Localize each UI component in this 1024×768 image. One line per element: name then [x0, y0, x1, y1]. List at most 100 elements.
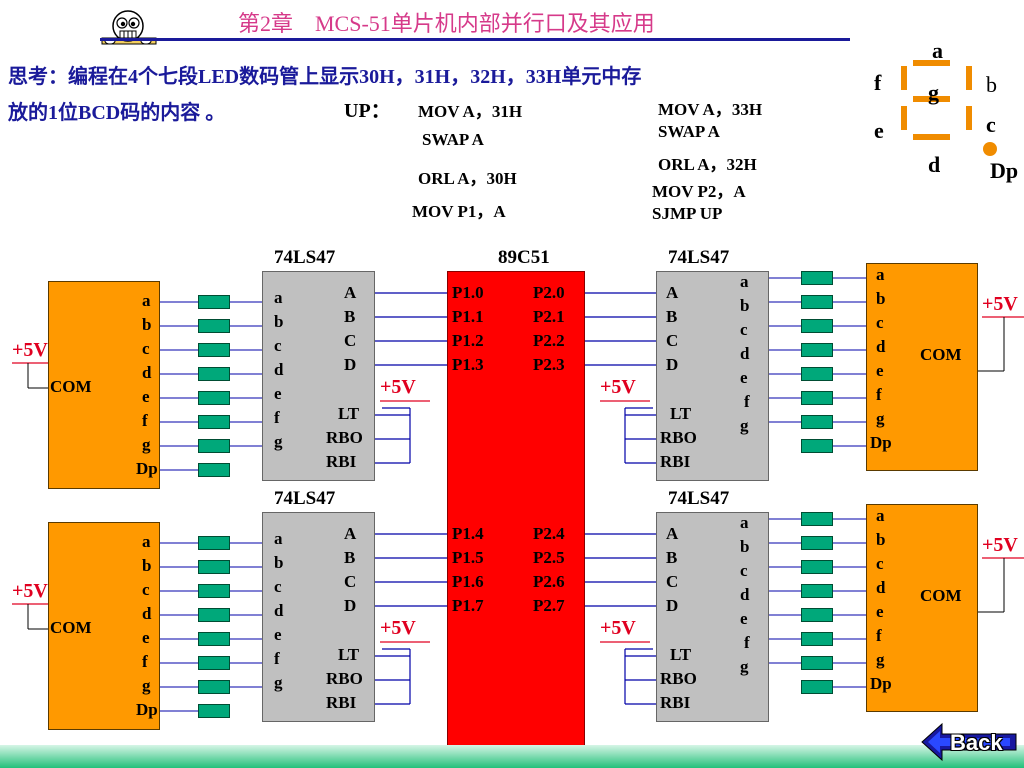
- program-left-line: ORL A，30H: [418, 169, 517, 188]
- power-label-5v: +5V: [600, 617, 636, 639]
- segment-resistor: [198, 704, 230, 718]
- decoder-control-label: RBO: [660, 669, 697, 688]
- display-segment-label: c: [876, 554, 884, 573]
- decoder-output-label: b: [274, 553, 284, 572]
- legend-label-b: b: [986, 72, 997, 97]
- decoder-control-label: RBO: [326, 669, 363, 688]
- segment-resistor: [198, 319, 230, 333]
- segment-resistor: [801, 680, 833, 694]
- display-segment-label: g: [876, 650, 885, 669]
- program-left-line: MOV A，31H: [418, 102, 523, 121]
- display-segment-label: a: [876, 265, 885, 284]
- display-segment-label: f: [876, 626, 882, 645]
- decoder-74ls47-3: [656, 271, 769, 481]
- decoder-control-label: LT: [338, 645, 360, 664]
- power-label-5v: +5V: [12, 339, 48, 361]
- decoder-input-label: A: [344, 283, 357, 302]
- decoder-control-label: RBO: [326, 428, 363, 447]
- segment-resistor: [198, 295, 230, 309]
- display-segment-label: Dp: [870, 433, 892, 452]
- title-underline: [100, 38, 850, 41]
- decoder-control-label: RBI: [660, 452, 691, 471]
- decoder-title: 74LS47: [668, 488, 730, 509]
- segment-resistor: [198, 343, 230, 357]
- mcu-pin-p2: P2.2: [533, 331, 565, 350]
- decoder-output-label: g: [274, 673, 283, 692]
- segment-resistor: [198, 632, 230, 646]
- decoder-output-label: d: [740, 344, 750, 363]
- segment-resistor: [198, 367, 230, 381]
- display-7seg-2: [48, 522, 160, 730]
- decoder-74ls47-1: [262, 271, 375, 481]
- display-segment-label: e: [876, 602, 884, 621]
- display-segment-label: b: [876, 530, 886, 549]
- program-right-line: SJMP UP: [652, 204, 723, 223]
- power-label-5v: +5V: [600, 376, 636, 398]
- mcu-pin-p1: P1.4: [452, 524, 484, 543]
- display-segment-label: b: [142, 315, 152, 334]
- legend-label-c: c: [986, 112, 996, 137]
- decoder-input-label: A: [666, 524, 679, 543]
- display-segment-label: b: [876, 289, 886, 308]
- decoder-input-label: B: [666, 548, 678, 567]
- program-right-line: ORL A，32H: [658, 155, 757, 174]
- decoder-input-label: D: [344, 596, 357, 615]
- decoder-output-label: e: [740, 368, 748, 387]
- display-com-label: COM: [50, 618, 92, 637]
- segment-resistor: [198, 536, 230, 550]
- decoder-output-label: f: [744, 392, 750, 411]
- display-segment-label: a: [876, 506, 885, 525]
- segment-resistor: [198, 680, 230, 694]
- display-segment-label: d: [876, 337, 886, 356]
- segment-resistor: [198, 608, 230, 622]
- question-line-2: 放的1位BCD码的内容 。: [8, 102, 226, 124]
- decoder-output-label: g: [740, 416, 749, 435]
- mcu-pin-p1: P1.3: [452, 355, 484, 374]
- mascot-icon: [101, 10, 157, 45]
- decoder-input-label: D: [666, 596, 679, 615]
- decoder-control-label: LT: [670, 645, 692, 664]
- decoder-output-label: b: [274, 312, 284, 331]
- segment-resistor: [198, 584, 230, 598]
- back-label: Back: [950, 730, 1003, 755]
- display-segment-label: d: [876, 578, 886, 597]
- display-segment-label: g: [876, 409, 885, 428]
- decoder-input-label: D: [666, 355, 679, 374]
- power-label-5v: +5V: [982, 534, 1018, 556]
- segment-resistor: [801, 512, 833, 526]
- display-segment-label: f: [876, 385, 882, 404]
- display-segment-label: Dp: [136, 700, 158, 719]
- decoder-input-label: A: [666, 283, 679, 302]
- footer-bar: [0, 745, 1024, 768]
- display-7seg-4: [866, 504, 978, 712]
- decoder-control-label: RBI: [326, 693, 357, 712]
- legend-label-a: a: [932, 38, 943, 63]
- decoder-input-label: B: [344, 548, 356, 567]
- mcu-title: 89C51: [498, 247, 550, 268]
- decoder-output-label: g: [740, 657, 749, 676]
- display-segment-label: g: [142, 435, 151, 454]
- decoder-input-label: B: [666, 307, 678, 326]
- program-right-line: MOV P2，A: [652, 182, 746, 201]
- decoder-control-label: LT: [670, 404, 692, 423]
- segment-resistor: [801, 632, 833, 646]
- decoder-74ls47-2: [262, 512, 375, 722]
- segment-resistor: [198, 415, 230, 429]
- decoder-output-label: b: [740, 537, 750, 556]
- decoder-input-label: C: [344, 572, 357, 591]
- display-segment-label: e: [876, 361, 884, 380]
- segment-resistor: [198, 656, 230, 670]
- mcu-pin-p2: P2.0: [533, 283, 565, 302]
- decoder-output-label: a: [274, 529, 283, 548]
- legend-label-dp: Dp: [990, 158, 1019, 183]
- decoder-output-label: d: [274, 360, 284, 379]
- display-segment-label: e: [142, 387, 150, 406]
- decoder-control-label: RBI: [660, 693, 691, 712]
- seven-segment-icon: [901, 60, 997, 156]
- power-label-5v: +5V: [12, 580, 48, 602]
- back-button[interactable]: Back: [920, 720, 1020, 764]
- display-7seg-1: [48, 281, 160, 489]
